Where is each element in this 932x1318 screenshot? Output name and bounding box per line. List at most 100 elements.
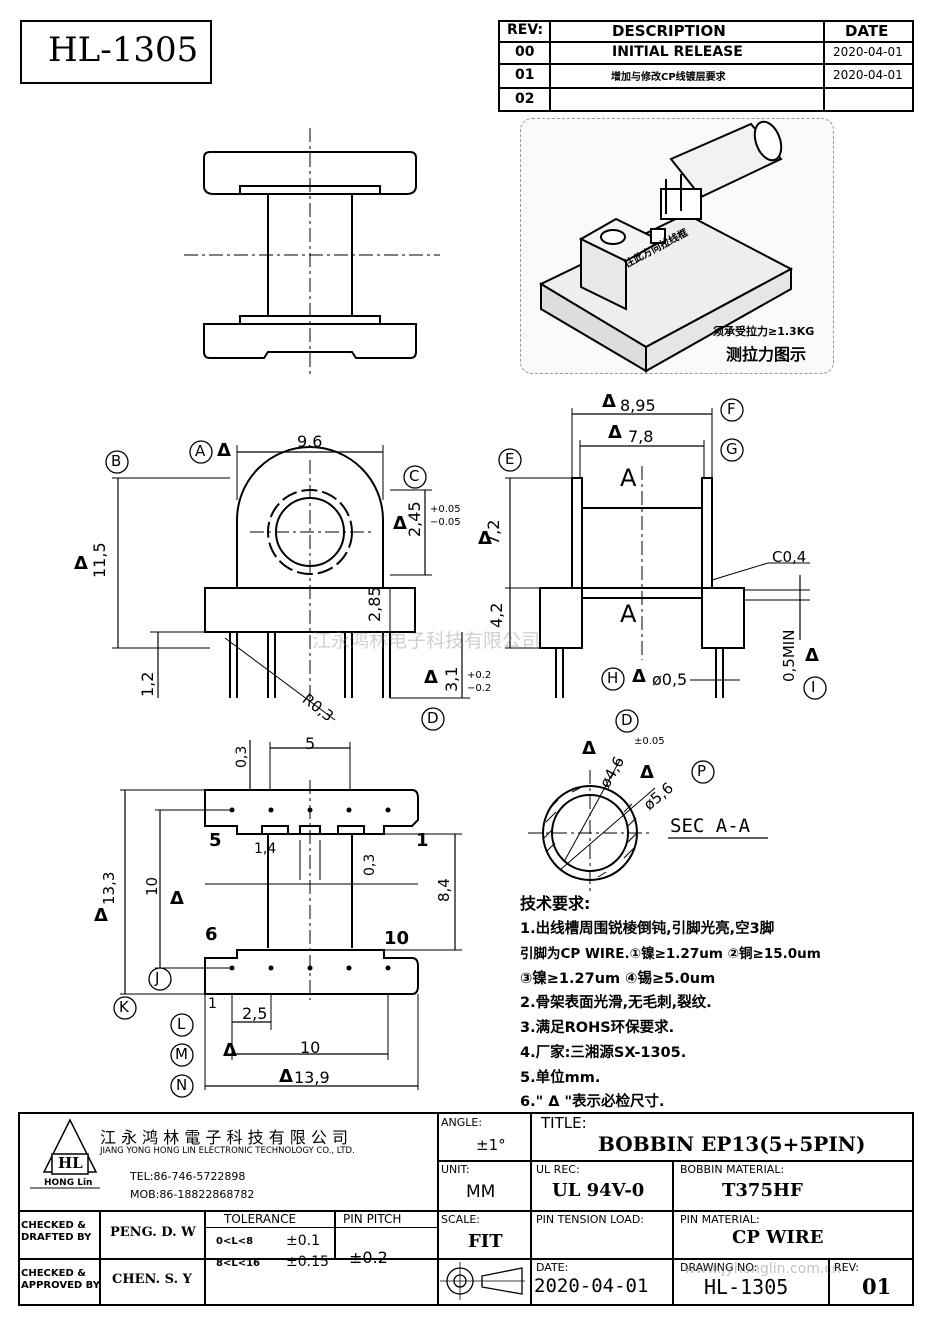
angle-label: ANGLE: <box>441 1116 483 1129</box>
drawing-no-label: DRAWING NO: <box>680 1261 758 1274</box>
tol-hole-minus: −0.05 <box>430 517 461 528</box>
tension-label: PIN TENSION LOAD: <box>536 1213 645 1226</box>
company-mob: MOB:86-18822868782 <box>130 1188 255 1201</box>
bottom-view <box>120 740 462 1090</box>
dim-slot: 1,4 <box>254 841 277 857</box>
dim-chamfer: C0,4 <box>772 548 807 566</box>
tol-pin-plus: +0.2 <box>467 670 492 681</box>
pin-material-value: CP WIRE <box>732 1227 824 1248</box>
dim-inner: 7,8 <box>628 427 654 446</box>
drafter-name: PENG. D. W <box>110 1225 196 1240</box>
delta-min: Δ <box>805 645 819 666</box>
dim-din-tol: ±0.05 <box>634 736 665 747</box>
rev-header: REV: <box>507 22 544 38</box>
delta-row: Δ <box>223 1040 237 1061</box>
pin-label-10: 10 <box>384 928 410 949</box>
bubble-f: F <box>727 400 736 418</box>
dim-overall: 13,9 <box>294 1068 330 1087</box>
date-row-1: 2020-04-01 <box>833 68 903 82</box>
ul-value: UL 94V-0 <box>552 1180 645 1201</box>
date-row-0: 2020-04-01 <box>833 45 903 59</box>
scale-label: SCALE: <box>441 1213 480 1226</box>
unit-value: MM <box>466 1182 496 1202</box>
watermark-cn: 江永鸿林电子科技有限公司 <box>312 630 541 652</box>
tension-test-photo: 往此方向拉线框 须承受拉力≥1.3KG 测拉力图示 <box>520 118 834 374</box>
drawing-no-value: HL-1305 <box>704 1275 789 1299</box>
delta-hole: Δ <box>393 513 407 534</box>
date-label: DATE: <box>536 1261 569 1274</box>
bubble-l: L <box>177 1015 186 1033</box>
tension-illustration <box>538 120 794 373</box>
note-line-6: 5.单位mm. <box>520 1070 601 1086</box>
delta-overall: Δ <box>279 1066 293 1087</box>
pin-material-label: PIN MATERIAL: <box>680 1213 760 1226</box>
pin-pitch-label: PIN PITCH <box>343 1212 402 1226</box>
dim-pitch-top: 5 <box>305 734 316 753</box>
checked-drafted-label: CHECKED & DRAFTED BY <box>21 1220 92 1243</box>
tol-row1-value: ±0.1 <box>286 1233 320 1249</box>
dim-row-len: 10 <box>300 1038 321 1057</box>
company-tel: TEL:86-746-5722898 <box>130 1170 246 1183</box>
rev-label: REV: <box>834 1261 859 1274</box>
tol-pin-minus: −0.2 <box>467 683 492 694</box>
delta-a: Δ <box>217 440 231 461</box>
top-view <box>184 128 440 378</box>
title-value: BOBBIN EP13(5+5PIN) <box>598 1132 866 1156</box>
dim-pitch: 2,5 <box>242 1004 268 1023</box>
note-line-7: 6." Δ "表示必检尺寸. <box>520 1094 665 1110</box>
checked-approved-label: CHECKED & APPROVED BY <box>21 1268 100 1291</box>
unit-label: UNIT: <box>441 1163 470 1176</box>
delta-side-h: Δ <box>478 528 492 549</box>
bobbin-material-value: T375HF <box>722 1180 803 1201</box>
angle-value: ±1° <box>476 1136 506 1154</box>
title-label: TITLE: <box>541 1114 587 1132</box>
dim-pin-dia: ø0,5 <box>652 670 688 689</box>
date-header: DATE <box>845 22 889 40</box>
note-line-5: 4.厂家:三湘源SX-1305. <box>520 1045 687 1061</box>
note-line-2: ③镍≥1.27um ④锡≥5.0um <box>520 971 716 987</box>
bubble-o: D <box>621 711 633 729</box>
bubble-i: I <box>811 678 816 696</box>
tol-row2-range: 8<L<16 <box>216 1258 261 1269</box>
approver-name: CHEN. S. Y <box>112 1272 192 1287</box>
bubble-e: E <box>505 450 515 468</box>
dim-outer: 8,95 <box>620 396 656 415</box>
logo-text: HL <box>58 1154 83 1172</box>
pin-label-6: 6 <box>205 924 218 945</box>
ul-label: UL REC: <box>536 1163 580 1176</box>
watermark-url: www.jyhonglin.com.cn <box>684 1261 841 1277</box>
pin-label-5: 5 <box>209 830 222 851</box>
tol-hole-plus: +0.05 <box>430 504 461 515</box>
delta-outer: Δ <box>602 391 616 412</box>
pin-pitch-value: ±0.2 <box>349 1248 388 1267</box>
bubble-g: G <box>726 440 738 458</box>
bubble-d: D <box>427 709 439 727</box>
bubble-a: A <box>195 442 206 460</box>
section-label: SEC A-A <box>670 815 751 837</box>
delta-total: Δ <box>94 905 108 926</box>
notes-heading: 技术要求: <box>520 894 591 913</box>
bubble-b: B <box>111 452 122 470</box>
photo-force-label: 须承受拉力≥1.3KG <box>713 325 815 338</box>
logo-sub: HONG Lin <box>44 1178 93 1188</box>
delta-height: Δ <box>74 553 88 574</box>
delta-dout: Δ <box>640 762 654 783</box>
bobbin-material-label: BOBBIN MATERIAL: <box>680 1163 785 1176</box>
delta-din: Δ <box>582 738 596 759</box>
section-hatch <box>543 787 638 878</box>
tolerance-label: TOLERANCE <box>224 1212 297 1226</box>
rev-value: 01 <box>862 1274 892 1299</box>
delta-span: Δ <box>170 888 184 909</box>
bubble-h: H <box>607 669 619 687</box>
note-line-0: 1.出线槽周围锐棱倒钝,引脚光亮,空3脚 <box>520 921 775 937</box>
delta-pin-dia: Δ <box>632 666 646 687</box>
note-line-3: 2.骨架表面光滑,无毛刺,裂纹. <box>520 995 712 1011</box>
note-line-1: 引脚为CP WIRE.①镍≥1.27um ②铜≥15.0um <box>520 946 821 962</box>
rev-row-0: 00 <box>515 44 535 60</box>
tol-row1-range: 0<L<8 <box>216 1236 254 1247</box>
dim-edge: 1 <box>208 996 217 1012</box>
part-number: HL-1305 <box>48 30 199 70</box>
company-en: JIANG YONG HONG LIN ELECTRONIC TECHNOLOG… <box>100 1146 355 1156</box>
part-number-box <box>20 20 212 84</box>
